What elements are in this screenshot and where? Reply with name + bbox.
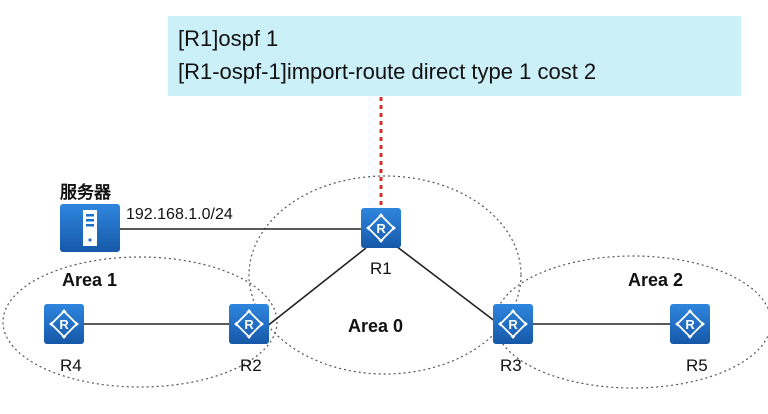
command-box: [R1]ospf 1 [R1-ospf-1]import-route direc… xyxy=(168,16,741,96)
router-label-r4: R4 xyxy=(60,356,82,375)
router-icon-r5 xyxy=(669,303,711,345)
router-label-r3: R3 xyxy=(500,356,522,375)
area-2-label: Area 2 xyxy=(628,270,684,290)
server-network-label: 192.168.1.0/24 xyxy=(126,206,233,223)
area-1-boundary xyxy=(2,256,278,388)
router-label-r1: R1 xyxy=(370,259,392,278)
router-icon-r2 xyxy=(228,303,270,345)
server-icon xyxy=(60,204,120,252)
router-icon-r1 xyxy=(360,207,402,249)
router-icon-r3 xyxy=(492,303,534,345)
router-label-r5: R5 xyxy=(686,356,708,375)
router-icon-r4 xyxy=(43,303,85,345)
area-0-boundary xyxy=(248,175,522,375)
area-0-label: Area 0 xyxy=(348,316,404,336)
link-r1-r3 xyxy=(395,245,497,323)
server-label: 服务器 xyxy=(60,183,111,203)
command-line-2: [R1-ospf-1]import-route direct type 1 co… xyxy=(178,59,597,84)
router-label-r2: R2 xyxy=(240,356,262,375)
command-line-1: [R1]ospf 1 xyxy=(178,26,279,51)
link-r1-r2 xyxy=(265,247,367,328)
area-1-label: Area 1 xyxy=(62,270,118,290)
